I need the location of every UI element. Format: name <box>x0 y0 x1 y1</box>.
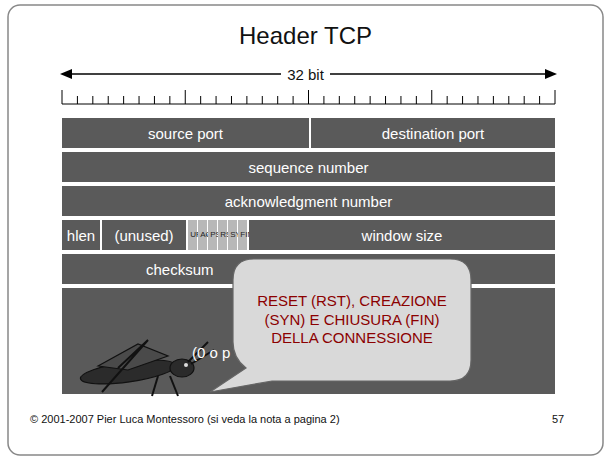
flag-name: FIN <box>240 231 244 239</box>
flag-bit: URG <box>188 220 197 250</box>
bit-ruler <box>62 90 555 104</box>
callout-text: RESET (RST), CREAZIONE (SYN) E CHIUSURA … <box>246 292 458 348</box>
flag-bit: SYN <box>228 220 237 250</box>
copyright-note-text: © 2001-2007 Pier Luca Montessoro (si ved… <box>30 413 340 425</box>
width-label-text: 32 bit <box>281 66 330 83</box>
field-box: (unused) <box>102 220 186 250</box>
flag-name: RST <box>220 231 224 239</box>
field-box: sequence number <box>62 152 555 182</box>
field-name: hlen <box>67 227 95 244</box>
copyright-note: © 2001-2007 Pier Luca Montessoro (si ved… <box>30 413 340 425</box>
field-name: (unused) <box>114 227 173 244</box>
flag-name: PSH <box>210 231 214 239</box>
flag-name: SYN <box>230 231 234 239</box>
field-name: (0 o p <box>192 344 230 361</box>
field-box: hlen <box>62 220 100 250</box>
flag-bit: FIN <box>238 220 247 250</box>
width-label: 32 bit <box>0 66 611 83</box>
callout-bubble: RESET (RST), CREAZIONE (SYN) E CHIUSURA … <box>232 258 472 382</box>
field-box: window size <box>249 220 555 250</box>
field-box: destination port <box>311 118 555 148</box>
flag-bit: RST <box>218 220 227 250</box>
slide-title: Header TCP <box>0 22 611 50</box>
flag-bit: PSH <box>208 220 217 250</box>
page-number: 57 <box>552 413 564 425</box>
field-name: acknowledgment number <box>225 193 393 210</box>
field-name: source port <box>148 125 223 142</box>
page-number-text: 57 <box>552 413 564 425</box>
field-box: source port <box>62 118 309 148</box>
flag-name: URG <box>190 231 194 239</box>
field-name: window size <box>362 227 443 244</box>
slide-border <box>8 5 603 455</box>
field-name: destination port <box>382 125 485 142</box>
field-name: checksum <box>146 261 214 278</box>
field-name: sequence number <box>248 159 368 176</box>
flag-name: ACK <box>200 231 204 239</box>
flag-bit: ACK <box>198 220 207 250</box>
field-box: acknowledgment number <box>62 186 555 216</box>
